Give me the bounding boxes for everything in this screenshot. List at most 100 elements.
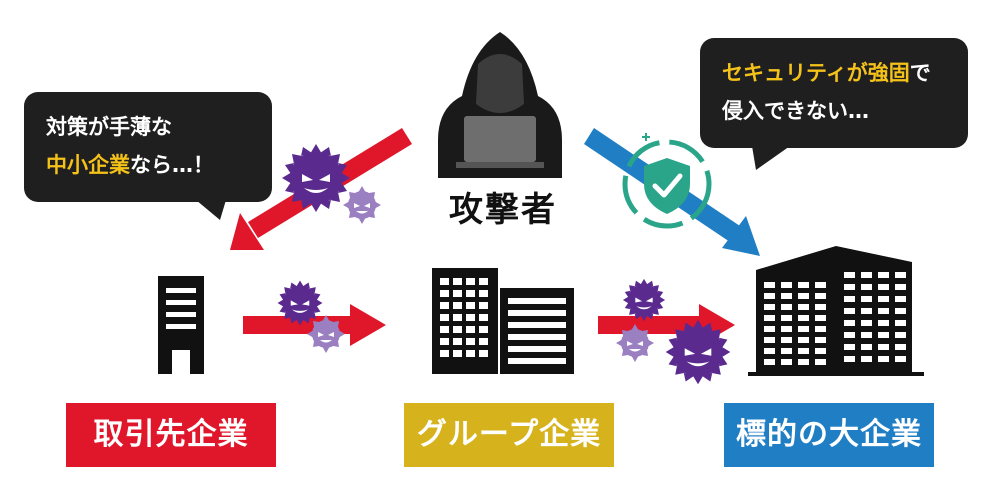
label-supplier-company: 取引先企業	[66, 403, 276, 467]
bubble-text: で	[909, 61, 931, 85]
window	[466, 338, 475, 345]
window	[764, 359, 775, 365]
window	[878, 332, 889, 338]
speech-bubble-attacker-thought: 対策が手薄な 中小企業なら…！	[24, 92, 272, 202]
window	[798, 337, 809, 343]
window	[878, 320, 889, 326]
window	[861, 284, 872, 290]
window	[453, 278, 462, 285]
window	[440, 314, 449, 321]
speech-bubble-blocked: セキュリティが強固で 侵入できない…	[700, 38, 968, 148]
window	[861, 308, 872, 314]
window	[815, 326, 826, 332]
window	[878, 284, 889, 290]
window	[764, 315, 775, 321]
window	[466, 290, 475, 297]
window	[861, 296, 872, 302]
building-icon	[158, 276, 204, 374]
window	[440, 338, 449, 345]
window	[466, 350, 475, 357]
window	[781, 315, 792, 321]
window	[781, 359, 792, 365]
window	[764, 282, 775, 288]
window	[466, 278, 475, 285]
shield-check-icon	[622, 133, 712, 229]
window	[895, 320, 906, 326]
window	[466, 302, 475, 309]
window	[878, 356, 889, 362]
window	[815, 337, 826, 343]
window	[844, 344, 855, 350]
window	[781, 326, 792, 332]
window	[798, 326, 809, 332]
label-target-company: 標的の大企業	[724, 403, 934, 467]
window	[798, 315, 809, 321]
window	[844, 356, 855, 362]
window	[844, 308, 855, 314]
label-group-company: グループ企業	[404, 403, 614, 467]
attacker-label: 攻撃者	[449, 190, 557, 230]
window	[508, 346, 566, 352]
window	[815, 293, 826, 299]
bubble-line: 侵入できない…	[722, 99, 869, 123]
window	[781, 348, 792, 354]
window	[844, 296, 855, 302]
window	[781, 337, 792, 343]
window	[861, 272, 872, 278]
window	[878, 308, 889, 314]
bubble-line: 中小企業なら…！	[46, 146, 250, 184]
bubble-highlight: セキュリティが強固	[722, 61, 910, 85]
window	[764, 304, 775, 310]
window	[815, 282, 826, 288]
window	[453, 302, 462, 309]
window	[861, 332, 872, 338]
window	[479, 338, 488, 345]
window	[844, 332, 855, 338]
window	[895, 284, 906, 290]
window	[508, 298, 566, 304]
window	[764, 326, 775, 332]
window	[508, 334, 566, 340]
laptop-icon	[456, 116, 544, 168]
window	[764, 337, 775, 343]
window	[479, 290, 488, 297]
window	[895, 272, 906, 278]
bubble-highlight: 中小企業	[46, 153, 130, 177]
building-windows	[764, 272, 906, 365]
window	[895, 356, 906, 362]
window	[861, 356, 872, 362]
window	[798, 293, 809, 299]
window	[878, 272, 889, 278]
window	[861, 344, 872, 350]
window	[466, 314, 475, 321]
window	[798, 282, 809, 288]
window	[479, 302, 488, 309]
window	[508, 310, 566, 316]
window	[764, 293, 775, 299]
window	[781, 304, 792, 310]
window	[895, 344, 906, 350]
window	[844, 272, 855, 278]
window	[440, 326, 449, 333]
bubble-text: なら…！	[130, 153, 214, 177]
window	[878, 344, 889, 350]
window	[466, 326, 475, 333]
window	[895, 308, 906, 314]
window	[781, 293, 792, 299]
window	[479, 326, 488, 333]
window	[798, 304, 809, 310]
window	[508, 358, 566, 364]
window	[798, 348, 809, 354]
window	[453, 314, 462, 321]
window	[764, 348, 775, 354]
bubble-line: セキュリティが強固で	[722, 54, 946, 92]
window	[440, 278, 449, 285]
window	[844, 320, 855, 326]
bubble-line: 対策が手薄な	[46, 115, 172, 139]
building-windows	[440, 278, 566, 364]
window	[440, 302, 449, 309]
window	[453, 350, 462, 357]
window	[815, 359, 826, 365]
